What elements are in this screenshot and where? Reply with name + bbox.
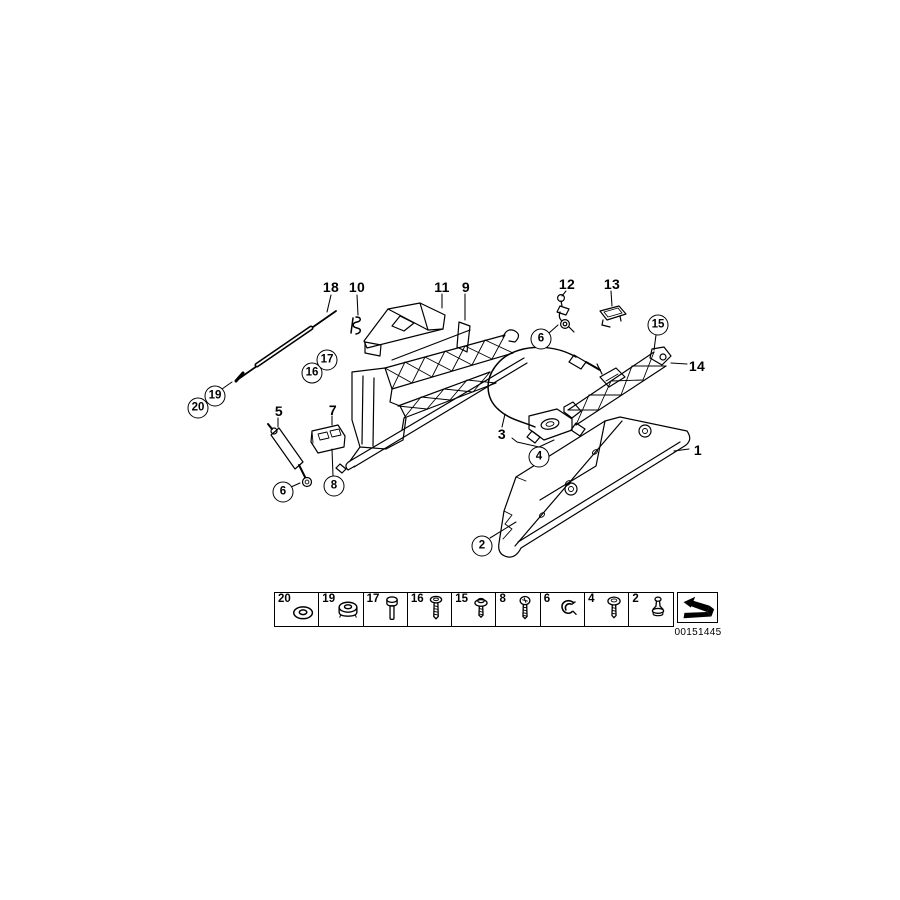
callout-circle-4[interactable]: 4 xyxy=(528,446,550,468)
hex-bolt-icon xyxy=(386,596,398,621)
legend-number: 2 xyxy=(632,593,639,605)
leader-lines xyxy=(221,290,690,539)
legend-cell-19: 19 xyxy=(318,592,364,627)
callout-12[interactable]: 12 xyxy=(558,276,576,292)
damper-rail-part-14 xyxy=(563,346,672,437)
clip-part-10 xyxy=(350,316,361,335)
legend-number: 17 xyxy=(366,593,380,605)
round-head-screw-icon xyxy=(519,595,531,620)
callout-7[interactable]: 7 xyxy=(328,402,338,418)
callout-5[interactable]: 5 xyxy=(274,403,284,419)
expanding-rivet-icon xyxy=(651,596,665,617)
legend-cell-8: 8 xyxy=(495,592,542,627)
legend-cell-2: 2 xyxy=(628,592,674,627)
legend-number: 8 xyxy=(499,593,506,605)
legend-number: 6 xyxy=(543,593,551,605)
callout-circle-6-upper[interactable]: 6 xyxy=(530,328,552,350)
callout-14[interactable]: 14 xyxy=(688,358,706,374)
legend-cell-4: 4 xyxy=(584,592,630,627)
rod-part-18 xyxy=(234,310,337,383)
legend-cell-16: 16 xyxy=(406,592,453,627)
legend-cell-20: 20 xyxy=(274,592,320,627)
callout-13[interactable]: 13 xyxy=(603,276,621,292)
direction-arrow-box xyxy=(677,592,718,623)
housing-part-9 xyxy=(335,321,528,474)
callout-circle-20[interactable]: 20 xyxy=(187,397,209,419)
direction-arrow-icon xyxy=(683,596,715,619)
legend-cell-6: 6 xyxy=(539,592,586,627)
legend-number: 15 xyxy=(455,593,468,605)
callout-circle-15[interactable]: 15 xyxy=(647,314,669,336)
glovebox-lid-part-1 xyxy=(498,416,691,558)
gas-strut-part-5 xyxy=(267,423,313,488)
legend-number: 4 xyxy=(588,593,595,605)
callout-circle-19[interactable]: 19 xyxy=(204,385,226,407)
grommet-icon xyxy=(338,601,358,618)
callout-circle-8[interactable]: 8 xyxy=(323,475,345,497)
washer-icon xyxy=(292,606,313,620)
callout-9[interactable]: 9 xyxy=(461,279,471,295)
legend-number: 20 xyxy=(278,593,291,605)
bracket-part-7 xyxy=(310,424,346,454)
callout-circle-17[interactable]: 17 xyxy=(316,349,338,371)
cover-panel-part-11 xyxy=(363,302,446,357)
doc-number: 00151445 xyxy=(674,627,722,638)
callout-1[interactable]: 1 xyxy=(693,442,703,458)
flange-screw-icon xyxy=(474,597,488,619)
bowden-cable-part-3 xyxy=(487,346,603,428)
legend-cell-17: 17 xyxy=(362,592,409,627)
spring-clip-icon xyxy=(561,600,578,616)
striker-part-13 xyxy=(599,305,627,328)
callout-10[interactable]: 10 xyxy=(348,279,366,295)
callout-circle-16[interactable]: 16 xyxy=(301,362,323,384)
legend-cell-15: 15 xyxy=(451,592,497,627)
callout-circle-6-lower[interactable]: 6 xyxy=(272,481,294,503)
legend-number: 16 xyxy=(410,593,424,605)
legend-number: 19 xyxy=(322,593,336,605)
callout-3[interactable]: 3 xyxy=(497,426,507,442)
callout-circle-2[interactable]: 2 xyxy=(471,535,493,557)
callout-18[interactable]: 18 xyxy=(322,279,340,295)
pan-head-screw-icon xyxy=(430,595,443,620)
oval-head-screw-icon xyxy=(606,596,621,619)
fastener-legend: 20 19 17 16 xyxy=(274,592,674,627)
switch-part-12 xyxy=(556,294,575,333)
callout-11[interactable]: 11 xyxy=(434,279,450,295)
